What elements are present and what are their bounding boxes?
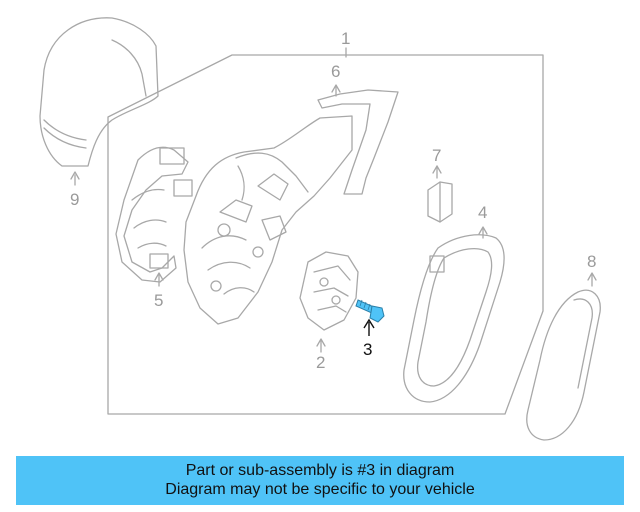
- banner-line-2: Diagram may not be specific to your vehi…: [165, 481, 475, 498]
- callout-4[interactable]: 4: [478, 203, 488, 222]
- gasket-part-6: [317, 84, 399, 195]
- motor-part-2: [299, 251, 359, 353]
- screw-part-3: [355, 299, 385, 336]
- callout-8[interactable]: 8: [587, 252, 597, 271]
- callout-2[interactable]: 2: [316, 353, 326, 372]
- mirror-housing: [183, 115, 353, 325]
- mirror-cover-part-9: [39, 17, 159, 186]
- turn-signal-part-5: [115, 146, 193, 287]
- callout-5[interactable]: 5: [154, 291, 164, 310]
- info-banner: Part or sub-assembly is #3 in diagram Di…: [16, 456, 624, 505]
- callout-6[interactable]: 6: [331, 62, 341, 81]
- assembly-frame: [107, 54, 544, 415]
- banner-line-1: Part or sub-assembly is #3 in diagram: [185, 462, 455, 479]
- callout-3[interactable]: 3: [363, 340, 373, 359]
- callout-1[interactable]: 1: [341, 29, 351, 48]
- bracket-part-7: [427, 165, 453, 223]
- glass-holder-part-4: [403, 226, 505, 403]
- mirror-glass-part-8: [526, 272, 601, 441]
- parts-diagram: [39, 17, 601, 441]
- callout-7[interactable]: 7: [432, 146, 442, 165]
- callout-9[interactable]: 9: [70, 190, 80, 209]
